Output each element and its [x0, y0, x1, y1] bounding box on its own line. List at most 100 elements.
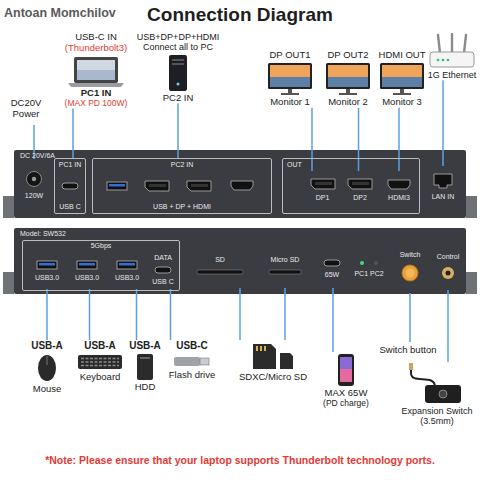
- dc-icon: [25, 170, 43, 188]
- mouse-icon-part: [38, 355, 56, 381]
- node-text: (PD charge): [323, 399, 369, 409]
- sdslot-icon-part: [197, 270, 243, 274]
- dc-icon-part: [32, 177, 36, 181]
- monitor-icon-part: [339, 93, 357, 95]
- mounting-ear: [3, 272, 14, 294]
- cable-connector: [136, 289, 138, 340]
- switch-leader: [409, 293, 411, 342]
- dp-icon-part: [315, 182, 332, 185]
- router-icon-part: [437, 59, 440, 62]
- usba-icon-part: [37, 261, 57, 269]
- cable-connector: [46, 289, 48, 340]
- phone-icon: [336, 353, 356, 387]
- mouse-device: USB-AMouse: [22, 340, 72, 394]
- sd-icon-part: [253, 344, 276, 369]
- rj45-icon: [433, 173, 453, 189]
- cable-connector: [311, 108, 313, 171]
- leds-icon: [355, 260, 383, 266]
- monitor-icon-part: [270, 77, 310, 87]
- back-panel-body: [14, 150, 466, 218]
- hdmi-icon-part: [388, 180, 410, 189]
- usb-a-port: USB3.0: [109, 253, 145, 289]
- monitor-device: HDMI OUTMonitor 3: [378, 50, 426, 108]
- hdd-icon-part: [137, 354, 153, 380]
- monitor-icon-part: [382, 65, 422, 77]
- jack-icon-part: [442, 267, 454, 279]
- cable-connector: [332, 288, 334, 352]
- watermark: Antoan Momchilov: [4, 6, 144, 20]
- flash-drive-device: USB-C Flash drive: [164, 340, 220, 380]
- hdmi-icon: [387, 179, 411, 190]
- mouse-icon: [36, 353, 58, 383]
- monitor-icon-part: [326, 63, 370, 89]
- node-text: Keyboard: [80, 372, 121, 383]
- node-text: Monitor 1: [270, 97, 310, 108]
- switch-button: Switch: [392, 244, 428, 290]
- cable-connector: [442, 80, 444, 166]
- leds-icon-part: [360, 261, 364, 265]
- node-text: DP2: [353, 194, 367, 202]
- jack-icon-part: [446, 270, 451, 275]
- router-icon-part: [438, 34, 466, 53]
- pc2row-icon-part: [187, 181, 211, 191]
- monitor-icon: [379, 62, 425, 96]
- node-text: USB-C: [176, 340, 208, 352]
- dp-icon-part: [352, 182, 369, 185]
- micro-icon-part: [269, 270, 301, 274]
- node-text: USB3.0: [115, 274, 139, 282]
- node-text: DP1: [316, 194, 330, 202]
- node-text: Monitor 2: [328, 97, 368, 108]
- dc-icon-part: [27, 172, 42, 187]
- cable-connector: [447, 290, 449, 362]
- phone-icon-part: [340, 357, 352, 382]
- node-text: HDMI3: [388, 194, 410, 202]
- node-text: Control: [437, 253, 460, 261]
- router-icon-part: [430, 52, 474, 67]
- status-leds: PC1 PC2: [350, 250, 388, 288]
- pc-icon-part: [169, 55, 187, 91]
- usba-icon-part: [77, 261, 97, 269]
- cable-connector: [72, 109, 74, 158]
- monitor-icon-part: [393, 93, 411, 95]
- cable-connector: [358, 108, 360, 171]
- usba-icon: [116, 260, 138, 270]
- usba-icon-part: [119, 263, 135, 266]
- pc-icon-part: [172, 63, 184, 65]
- pc-icon: [163, 54, 193, 92]
- node-text: Switch: [400, 251, 421, 259]
- node-text: 1G Ethernet: [428, 70, 477, 80]
- node-text: MAX 65W: [325, 388, 368, 399]
- usbc-icon-part: [324, 260, 340, 266]
- node-text: SD: [215, 256, 225, 264]
- node-text: 65W: [325, 271, 339, 279]
- desktop-pc-device: USB+DP+DP+HDMI Connect all to PCPC2 IN: [138, 32, 219, 104]
- cable-connector: [398, 108, 400, 171]
- node-text: USB3.0: [75, 274, 99, 282]
- pc2row-icon-part: [107, 182, 127, 190]
- node-text: PC1 PC2: [354, 270, 383, 278]
- pc2-input-group: PC2 INUSB + DP + HDMI: [92, 158, 272, 214]
- laptop-icon-part: [74, 57, 118, 83]
- node-text: (MAX PD 100W): [65, 99, 128, 109]
- dp-port: DP2: [343, 171, 377, 209]
- sdslot-icon: [196, 269, 244, 275]
- pc2row-icon-part: [109, 184, 125, 187]
- exp-icon-part: [425, 385, 461, 403]
- lan-port: LAN IN: [426, 166, 460, 208]
- node-text: Micro SD: [271, 256, 300, 264]
- exp-icon: [405, 363, 469, 405]
- button-icon-part: [402, 265, 418, 281]
- usba-icon-part: [39, 263, 55, 266]
- pc-icon-part: [172, 59, 184, 61]
- node-text: Flash drive: [169, 370, 215, 381]
- leds-icon-part: [374, 261, 378, 265]
- node-text: PC2 IN: [163, 93, 194, 104]
- hdd-icon: [135, 353, 155, 381]
- exp-icon-part: [439, 390, 447, 398]
- sd-icon-part: [264, 346, 266, 351]
- micro-sd-slot: Micro SD: [258, 244, 312, 288]
- pc2row-icon: [102, 179, 262, 193]
- sd-icon-part: [280, 353, 293, 369]
- laptop-icon-part: [68, 83, 124, 87]
- monitor-icon-part: [380, 63, 424, 89]
